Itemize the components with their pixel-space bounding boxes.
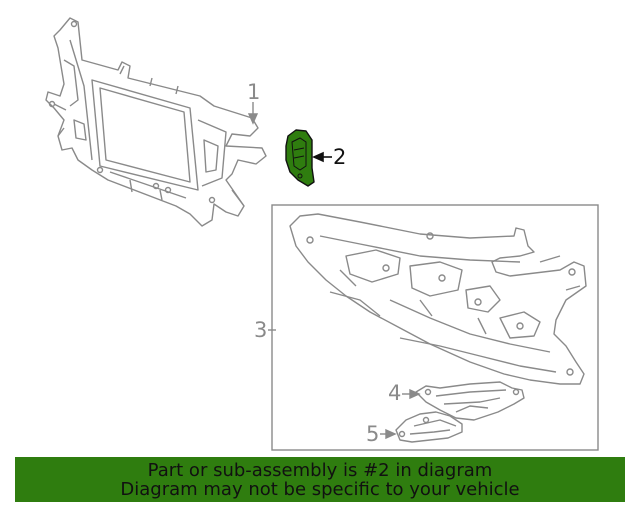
part-3-detail-box — [271, 204, 599, 451]
callout-label-4: 4 — [388, 381, 402, 405]
banner-line-disclaimer: Diagram may not be specific to your vehi… — [120, 478, 520, 500]
callout-leader-5 — [380, 428, 397, 440]
callout-label-5: 5 — [366, 422, 380, 446]
part-info-banner: Part or sub-assembly is #2 in diagram Di… — [15, 457, 625, 502]
callout-leader-2 — [312, 151, 332, 163]
undercover-panel-part-3 — [289, 213, 587, 385]
radiator-support-part-1 — [45, 17, 267, 227]
callout-leader-1 — [247, 102, 259, 125]
bracket-part-2-highlighted — [285, 129, 315, 187]
callout-label-2: 2 — [333, 145, 347, 169]
callout-label-3: 3 — [254, 318, 268, 342]
banner-line-part-number: Part or sub-assembly is #2 in diagram — [147, 459, 493, 481]
cover-part-4 — [415, 381, 525, 421]
parts-diagram — [45, 17, 599, 451]
callout-label-1: 1 — [247, 80, 261, 104]
cover-part-5 — [395, 411, 463, 443]
callout-leader-4 — [402, 388, 421, 400]
